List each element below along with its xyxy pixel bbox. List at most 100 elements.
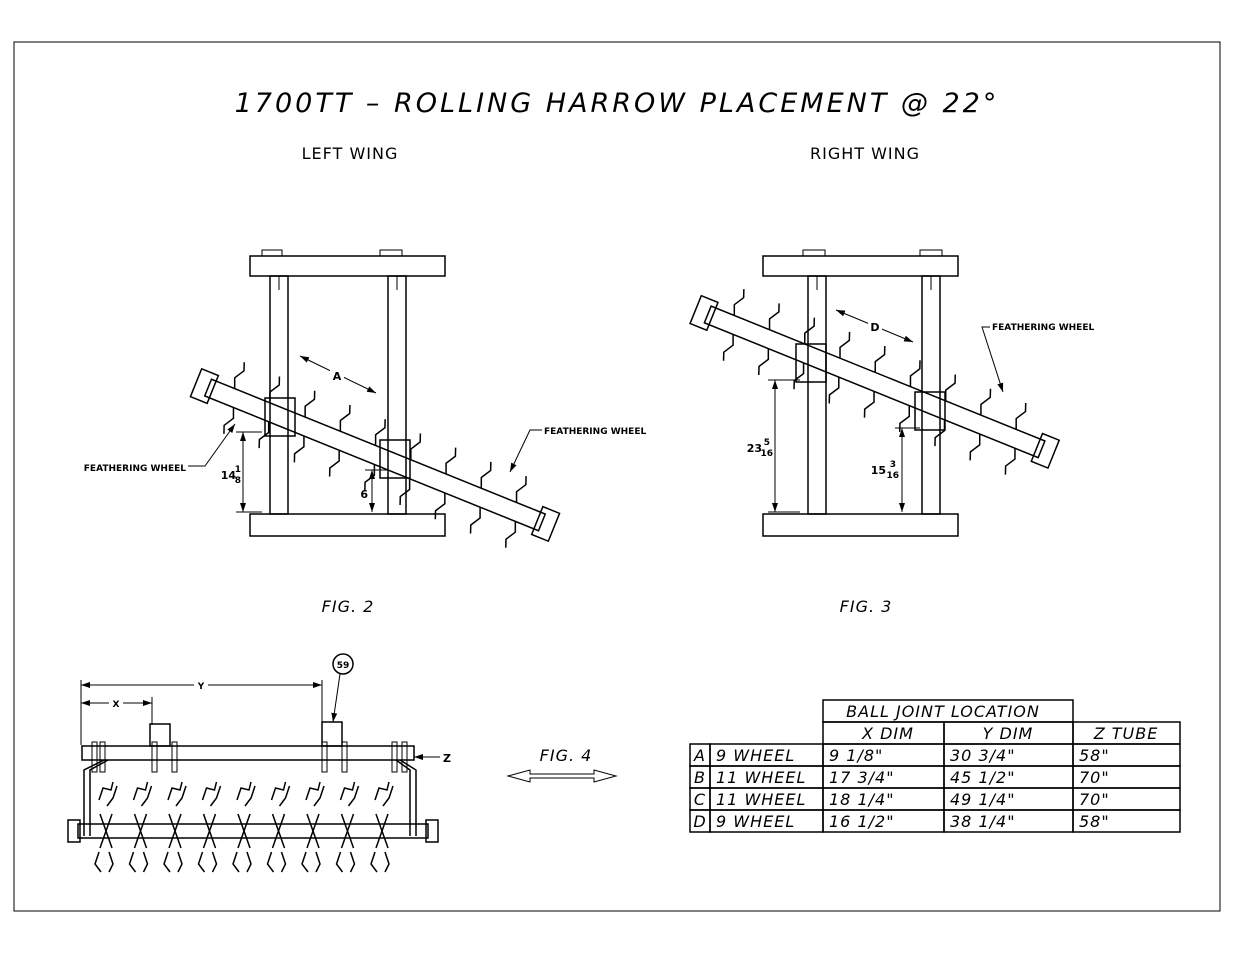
right-dim-tall-num: 5: [764, 438, 770, 448]
tube-clamp: [321, 741, 328, 773]
table-cell-y: 38 1/4": [950, 812, 1016, 831]
fig4-axle: [77, 823, 429, 839]
tube-clamp: [391, 741, 398, 773]
harrow-tine: [733, 289, 745, 316]
right-top-bar: [762, 255, 959, 277]
harrow-tine: [410, 433, 422, 460]
harrow-tine: [898, 405, 911, 432]
harrow-tine: [233, 362, 245, 389]
harrow-tine: [399, 478, 411, 506]
harrow-tine: [874, 346, 886, 373]
harrow-wheel: [301, 781, 325, 873]
tube-clamp: [341, 741, 348, 773]
harrow-tine: [515, 476, 527, 503]
left-wing-heading: LEFT WING: [302, 144, 399, 163]
harrow-tine: [863, 391, 875, 418]
harrow-tine: [909, 360, 921, 387]
harrow-tine: [1004, 448, 1016, 475]
fig3-label: FIG. 3: [840, 597, 893, 616]
harrow-tine: [722, 334, 734, 361]
harrow-tine: [839, 331, 851, 359]
left-wing-diagram: A 14 1 8 6 FEATHERING WHEEL FEATHERING W…: [84, 249, 646, 548]
left-harrow-assembly: [189, 362, 561, 548]
harrow-wheel: [94, 781, 118, 873]
harrow-tine: [328, 450, 340, 477]
harrow-tine: [1015, 402, 1027, 430]
left-dim-tall-den: 8: [235, 476, 241, 486]
table-cell-y: 30 3/4": [950, 746, 1016, 765]
harrow-wheel: [370, 781, 394, 873]
harrow-wheel: [197, 781, 222, 873]
sheet-border: [13, 41, 1221, 912]
harrow-tine: [768, 303, 780, 330]
right-dim-tall-whole: 23: [747, 442, 762, 455]
harrow-tine: [339, 404, 351, 432]
table-cell-z: 58": [1079, 812, 1110, 831]
left-dim-short: 6: [360, 488, 368, 501]
harrow-tine: [223, 407, 235, 434]
table-cell-wheel: 9 WHEEL: [716, 812, 795, 831]
harrow-tine: [969, 434, 981, 461]
right-harrow-tube: [703, 305, 1046, 459]
table-cell-wheel: 11 WHEEL: [716, 768, 806, 787]
tube-clamp: [171, 741, 178, 773]
right-harrow-assembly: [689, 289, 1061, 475]
fig4-double-arrow: [506, 769, 618, 783]
harrow-tine: [374, 419, 386, 446]
table-cell-x: 17 3/4": [829, 768, 895, 787]
left-feather-label-2: FEATHERING WHEEL: [544, 427, 646, 437]
left-dim-tall-whole: 14: [221, 469, 237, 482]
table-cell-y: 45 1/2": [950, 768, 1016, 787]
table-cell-x: 18 1/4": [829, 790, 895, 809]
right-wing-heading: RIGHT WING: [810, 144, 920, 163]
fig2-label: FIG. 2: [322, 597, 375, 616]
harrow-tine: [293, 435, 305, 463]
fig4-balloon-label: 59: [337, 661, 350, 671]
fig4-label: FIG. 4: [540, 746, 593, 765]
tube-clamp: [151, 741, 158, 773]
harrow-tine: [469, 507, 481, 534]
right-dim-short-whole: 15: [871, 464, 886, 477]
left-dim-tall-num: 1: [235, 465, 241, 475]
tube-clamp: [401, 741, 408, 773]
harrow-tine: [445, 447, 457, 475]
right-post-1: [807, 275, 827, 515]
table-cell-x: 9 1/8": [829, 746, 883, 765]
harrow-wheel: [266, 781, 291, 873]
left-dim-a-label: A: [333, 370, 342, 383]
fig4-dim-y-label: Y: [197, 682, 205, 692]
right-bottom-bar: [762, 513, 959, 537]
harrow-tine: [434, 492, 446, 520]
table-col-y: Y DIM: [983, 724, 1034, 743]
table-cell-wheel: 11 WHEEL: [716, 790, 806, 809]
harrow-tine: [804, 317, 816, 344]
fig4-main-tube: [81, 745, 415, 761]
drawing-title: 1700TT – ROLLING HARROW PLACEMENT @ 22°: [235, 88, 1000, 119]
right-wing-diagram: D 23 5 16 15 3 16 FEATHERING WHEEL: [689, 249, 1094, 537]
left-post-1: [269, 275, 289, 515]
table-cell-x: 16 1/2": [829, 812, 895, 831]
tube-clamp: [91, 741, 98, 773]
harrow-wheel: [335, 781, 360, 873]
harrow-wheel: [163, 781, 187, 873]
fig4-dim-x-label: X: [113, 700, 120, 710]
table-cell-wheel: 9 WHEEL: [716, 746, 795, 765]
harrow-tine: [480, 461, 492, 489]
table-cell-y: 49 1/4": [950, 790, 1016, 809]
table-group-header: BALL JOINT LOCATION: [846, 702, 1040, 721]
right-dim-short-den: 16: [886, 471, 899, 481]
fig4-balloon: [332, 653, 354, 675]
right-dim-d-label: D: [870, 321, 879, 334]
harrow-tine: [269, 376, 281, 403]
table-cell-z: 70": [1079, 768, 1110, 787]
tube-clamp: [99, 741, 106, 773]
harrow-wheel: [128, 781, 153, 873]
left-feather-label-1: FEATHERING WHEEL: [84, 464, 186, 474]
right-feather-label: FEATHERING WHEEL: [992, 323, 1094, 333]
left-harrow-tube: [203, 378, 547, 532]
fig4-dim-z-label: Z: [443, 752, 451, 765]
